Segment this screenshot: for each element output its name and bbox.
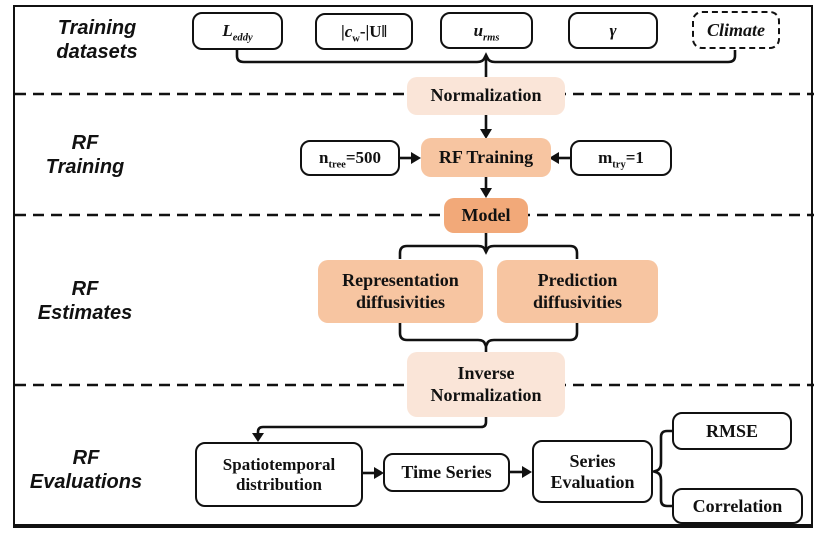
node-l-eddy: Leddy <box>192 12 283 50</box>
node-time-series: Time Series <box>383 453 510 492</box>
arrow-elbow-to-spatiotemporal-head <box>252 433 264 442</box>
connector-inverse-elbow <box>256 417 488 434</box>
node-u-rms: urms <box>440 12 533 49</box>
node-cw-minus-u: |cw-|U‖ <box>315 13 413 50</box>
node-normalization: Normalization <box>407 77 565 115</box>
node-inverse-normalization: Inverse Normalization <box>407 352 565 417</box>
outer-border <box>13 5 813 528</box>
node-m-try: mtry=1 <box>570 140 672 176</box>
section-label-rf-training: RF Training <box>45 132 125 178</box>
node-rf-training: RF Training <box>421 138 551 177</box>
node-correlation: Correlation <box>672 488 803 524</box>
node-gamma: γ <box>568 12 658 49</box>
arrow-mtry-to-rftraining-head <box>549 152 559 164</box>
connector-join-brace <box>398 323 579 349</box>
node-climate: Climate <box>692 11 780 49</box>
connector-split-brace <box>398 244 579 259</box>
node-prediction-diffusivities: Prediction diffusivities <box>497 260 658 323</box>
arrow-rftraining-to-model-head <box>480 188 492 198</box>
section-label-training-datasets: Training datasets <box>56 17 138 63</box>
arrow-ntree-to-rftraining-head <box>411 152 421 164</box>
node-rmse: RMSE <box>672 412 792 450</box>
node-n-tree: ntree=500 <box>300 140 400 176</box>
arrow-timeseries-to-serieseval-head <box>522 466 532 478</box>
section-label-rf-estimates: RF Estimates <box>37 278 133 324</box>
arrow-spatio-to-timeseries-head <box>374 467 384 479</box>
node-representation-diffusivities: Representation diffusivities <box>318 260 483 323</box>
connector-evaluation-brace <box>649 429 672 508</box>
node-series-evaluation: Series Evaluation <box>532 440 653 503</box>
node-model: Model <box>444 198 528 233</box>
section-label-rf-evaluations: RF Evaluations <box>29 447 143 493</box>
arrow-normalization-to-rftraining-head <box>480 129 492 139</box>
node-spatiotemporal-distribution: Spatiotemporal distribution <box>195 442 363 507</box>
connector-inputs-brace <box>235 50 737 64</box>
